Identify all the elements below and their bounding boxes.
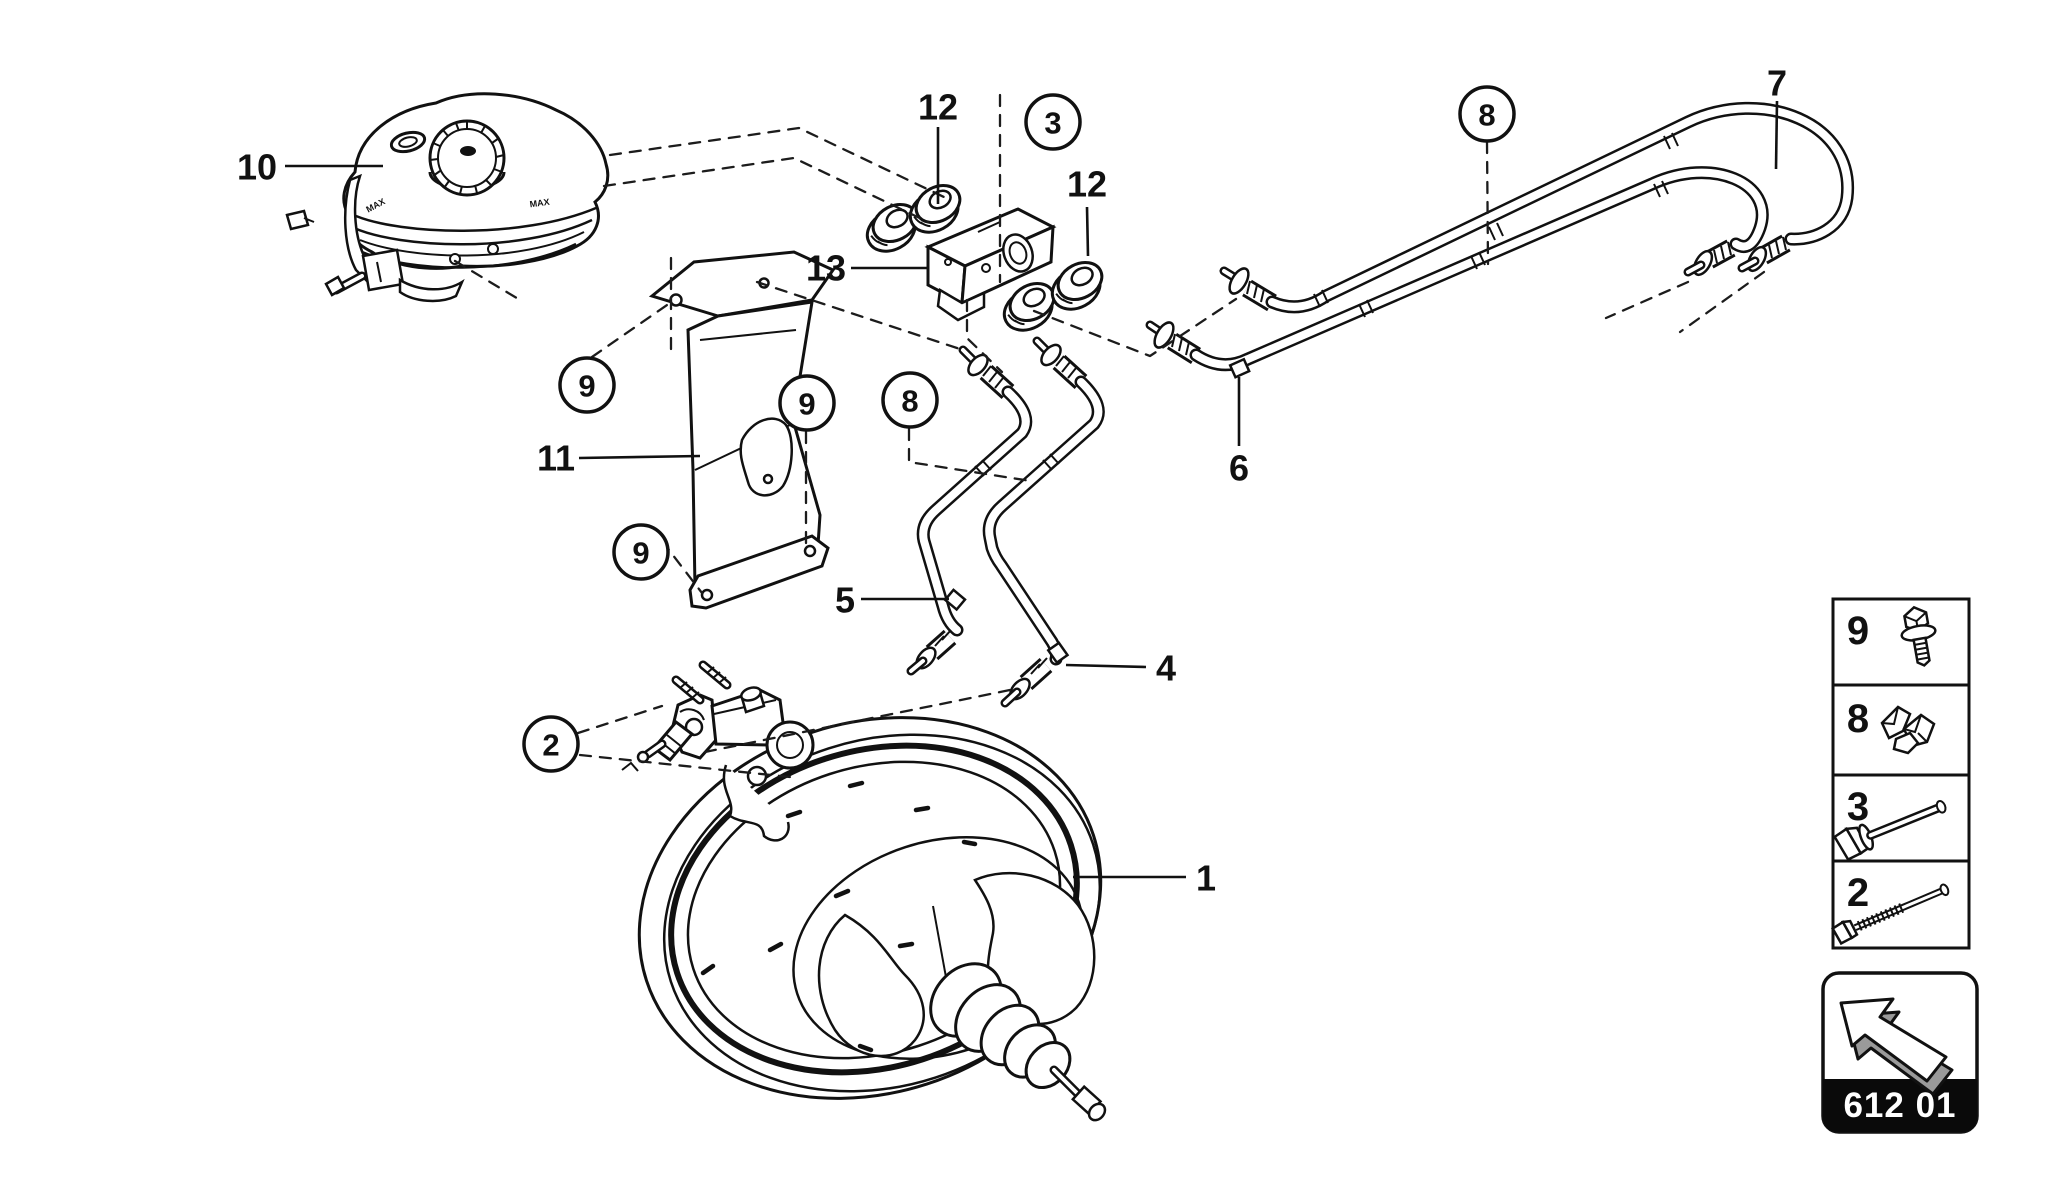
- junction-block-drawing: [924, 207, 1057, 322]
- reservoir-max-mark: MAX: [529, 197, 550, 210]
- callout-9-bottom: 9: [612, 523, 670, 581]
- callout-2: 2: [522, 715, 580, 773]
- pipe-clip-mark: [1228, 357, 1251, 379]
- vacuum-pipe-4-drawing: [982, 336, 1105, 708]
- master-cylinder-pushrod: [621, 719, 695, 772]
- part-labels: 10 12 12 13 11 5 4 6 7 1: [237, 63, 1787, 899]
- vacuum-pipe-7-drawing: [1219, 102, 1855, 314]
- legend-num-8: 8: [1847, 697, 1869, 741]
- plate-badge: 612 01: [1821, 971, 1979, 1134]
- pipe-clip-mark: [943, 588, 967, 612]
- reservoir-cap: [428, 119, 506, 197]
- circled-callouts: 3 8 8 9 9 9 2: [522, 85, 1516, 773]
- label-13: 13: [806, 248, 846, 289]
- legend-num-3: 3: [1847, 785, 1869, 829]
- callout-8-left: 8: [881, 371, 939, 429]
- grommet-seals: [865, 184, 1104, 332]
- leader-lines: [285, 100, 1779, 879]
- pipe-clip-icon: [1880, 705, 1936, 755]
- badge-code-band: [1823, 1079, 1977, 1132]
- svg-text:8: 8: [901, 384, 918, 419]
- label-12-top: 12: [918, 87, 958, 128]
- back-arrow-icon: [1839, 997, 1954, 1096]
- label-12-right: 12: [1067, 164, 1107, 205]
- assembly-dashed-lines: [453, 93, 1766, 779]
- label-6: 6: [1229, 448, 1249, 489]
- legend-num-9: 9: [1847, 609, 1869, 653]
- label-1: 1: [1196, 858, 1216, 899]
- label-11: 11: [537, 438, 575, 479]
- booster-pushrod: [929, 962, 1107, 1122]
- label-10: 10: [237, 147, 277, 188]
- reservoir-bracket: [285, 173, 465, 303]
- callout-9-left: 9: [558, 356, 616, 414]
- shoulder-bolt-icon: [1832, 800, 1947, 862]
- svg-text:3: 3: [1044, 106, 1061, 141]
- long-bolt-icon: [1830, 883, 1950, 946]
- label-5: 5: [835, 580, 855, 621]
- flange-bolt-icon: [1900, 605, 1937, 667]
- svg-text:8: 8: [1478, 98, 1495, 133]
- badge-code: 612 01: [1843, 1086, 1956, 1125]
- label-4: 4: [1156, 648, 1176, 689]
- vacuum-pipe-6-drawing: [1145, 166, 1769, 379]
- fastener-legend: 9 8 3 2: [1830, 597, 1971, 950]
- callout-9-right: 9: [778, 374, 836, 432]
- svg-text:9: 9: [798, 387, 815, 422]
- label-7: 7: [1767, 63, 1787, 104]
- svg-text:9: 9: [578, 369, 595, 404]
- callout-3: 3: [1024, 93, 1082, 151]
- pipe-clip-mark: [1046, 641, 1070, 665]
- svg-text:9: 9: [632, 536, 649, 571]
- support-bracket-drawing: [648, 250, 836, 610]
- svg-text:2: 2: [542, 728, 559, 763]
- mounting-studs: [671, 660, 732, 705]
- master-cylinder-drawing: [621, 660, 815, 842]
- fluid-reservoir-drawing: MAX MAX: [285, 92, 610, 303]
- callout-8-top: 8: [1458, 85, 1516, 143]
- legend-num-2: 2: [1847, 871, 1869, 915]
